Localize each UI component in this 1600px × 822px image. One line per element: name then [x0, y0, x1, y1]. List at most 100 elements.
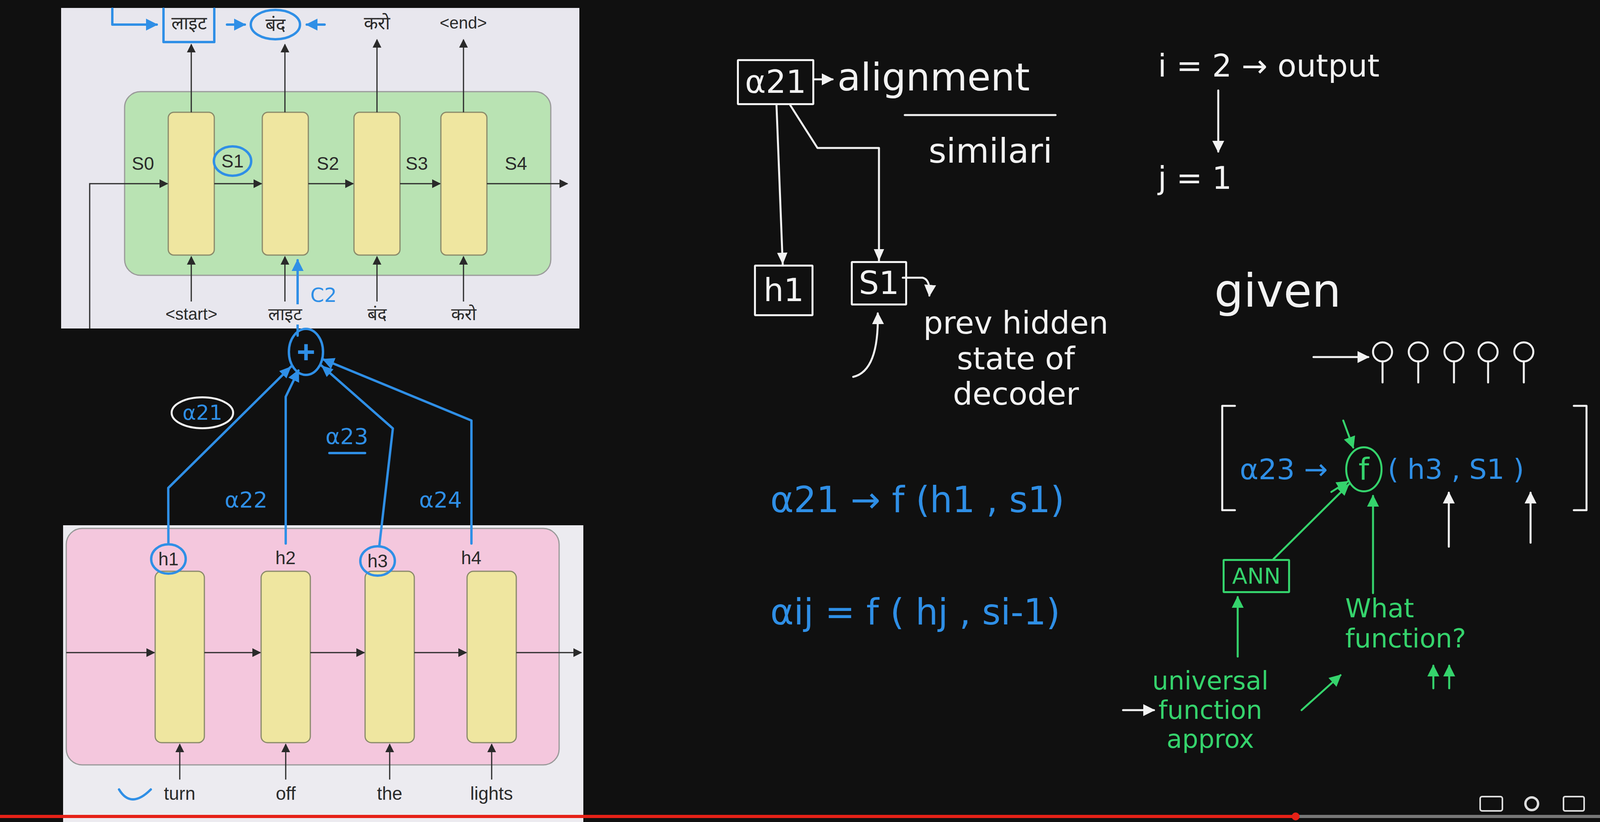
formula: α21 → f (h1 , s1) [770, 479, 1065, 521]
encoder-band [66, 528, 560, 766]
input-arrow [179, 744, 181, 780]
circled-encoder-state: h3 [359, 545, 397, 577]
node-text: h1 [158, 549, 179, 570]
pointer-arrow [1343, 420, 1354, 448]
pointer-arrow [1448, 665, 1451, 689]
image-panel [63, 525, 584, 822]
weight-box: α21 [736, 59, 815, 106]
input-arrow [284, 256, 286, 302]
function-circle: f [1345, 446, 1383, 493]
input-arrow [190, 256, 193, 302]
rnn-cell [261, 571, 311, 743]
input-word: बंद [367, 304, 387, 325]
input-arrow [376, 256, 378, 302]
rnn-cell [353, 112, 400, 256]
state-name: S3 [405, 153, 428, 175]
output-word: <end> [439, 13, 487, 33]
sum-circle: + [287, 327, 325, 377]
input-word: off [275, 783, 296, 805]
pointer-arrow [1301, 675, 1341, 711]
pointer-arrow [1448, 492, 1450, 547]
circled-decoder-state: S1 [212, 145, 253, 177]
node-text: h3 [367, 551, 388, 572]
encoder-state-box: h1 [753, 264, 814, 317]
state-arrow [89, 183, 168, 329]
neuron [1444, 342, 1464, 362]
connector [1273, 483, 1350, 560]
handwritten-note: j = 1 [1157, 160, 1232, 197]
pointer-arrow [1432, 665, 1435, 689]
state-arrow [308, 183, 354, 185]
input-word: लाइट [265, 304, 305, 325]
input-arrow [389, 744, 391, 780]
neuron [1478, 342, 1498, 362]
pointer-arrow [226, 23, 245, 26]
circled-encoder-state: h1 [150, 543, 187, 575]
handwritten-note: similari [928, 131, 1053, 171]
node-text: S1 [221, 151, 244, 172]
context-name: C2 [310, 284, 337, 308]
node-text: + [296, 334, 316, 370]
weight-name: α24 [419, 487, 462, 513]
pointer-arrow [1372, 496, 1375, 594]
pointer-arrow [1529, 492, 1532, 543]
state-name: h4 [461, 547, 482, 569]
input-word: turn [163, 783, 196, 805]
pointer-arrow [1217, 90, 1220, 152]
arrow-head [1337, 483, 1350, 496]
handwritten-note: given [1214, 264, 1341, 318]
weight-name: α22 [224, 487, 268, 513]
handwritten-note: prev hidden state of decoder [908, 305, 1124, 413]
state-name: h2 [275, 547, 296, 569]
connector [168, 366, 292, 544]
node-ellipse [288, 328, 324, 375]
progress-knob [1291, 812, 1300, 821]
node-text: α21 [182, 401, 223, 425]
hook-mark [119, 789, 151, 800]
rnn-cell [168, 112, 215, 256]
output-arrow [284, 44, 286, 113]
input-word: lights [470, 783, 513, 805]
node-ellipse [250, 9, 300, 40]
pointer-arrow [853, 313, 878, 377]
rnn-cell [467, 571, 517, 743]
state-name: S2 [316, 153, 339, 175]
connector-line [790, 105, 879, 262]
handwritten-note: What function? [1345, 593, 1489, 654]
input-arrow [463, 256, 465, 302]
node-ellipse [360, 546, 395, 576]
node-text: बंद [265, 14, 286, 35]
arrow-head [321, 365, 334, 378]
neuron-stem [1382, 361, 1524, 383]
image-panel [61, 7, 580, 329]
state-arrow [66, 652, 155, 654]
state-name: S0 [131, 153, 154, 175]
output-arrow [190, 44, 193, 113]
underline [329, 451, 366, 455]
highlight-bracket [163, 8, 215, 43]
connector-line [1273, 483, 1350, 560]
attention-arrow [285, 370, 299, 544]
neuron [1514, 342, 1534, 362]
handwritten-note: alignment [837, 55, 1030, 100]
node-text: ANN [1232, 563, 1281, 589]
input-word: करो [451, 304, 477, 325]
pointer-arrow [112, 8, 157, 25]
node-text: f [1358, 452, 1370, 487]
connector-line [168, 366, 292, 544]
settings-icon [1525, 797, 1539, 811]
state-arrow [214, 183, 262, 185]
caption-icon [1480, 796, 1503, 812]
node-text: S1 [858, 265, 900, 301]
handwritten-note: i = 2 → output [1157, 48, 1380, 85]
state-arrow [486, 183, 568, 185]
output-word: लाइट [171, 12, 207, 34]
output-arrow [463, 39, 465, 113]
node-text: α21 [744, 64, 807, 100]
decoder-state-box: S1 [850, 261, 908, 306]
state-name: S4 [504, 153, 527, 175]
weight-name: α23 [325, 423, 369, 450]
divider-line [904, 114, 1056, 117]
